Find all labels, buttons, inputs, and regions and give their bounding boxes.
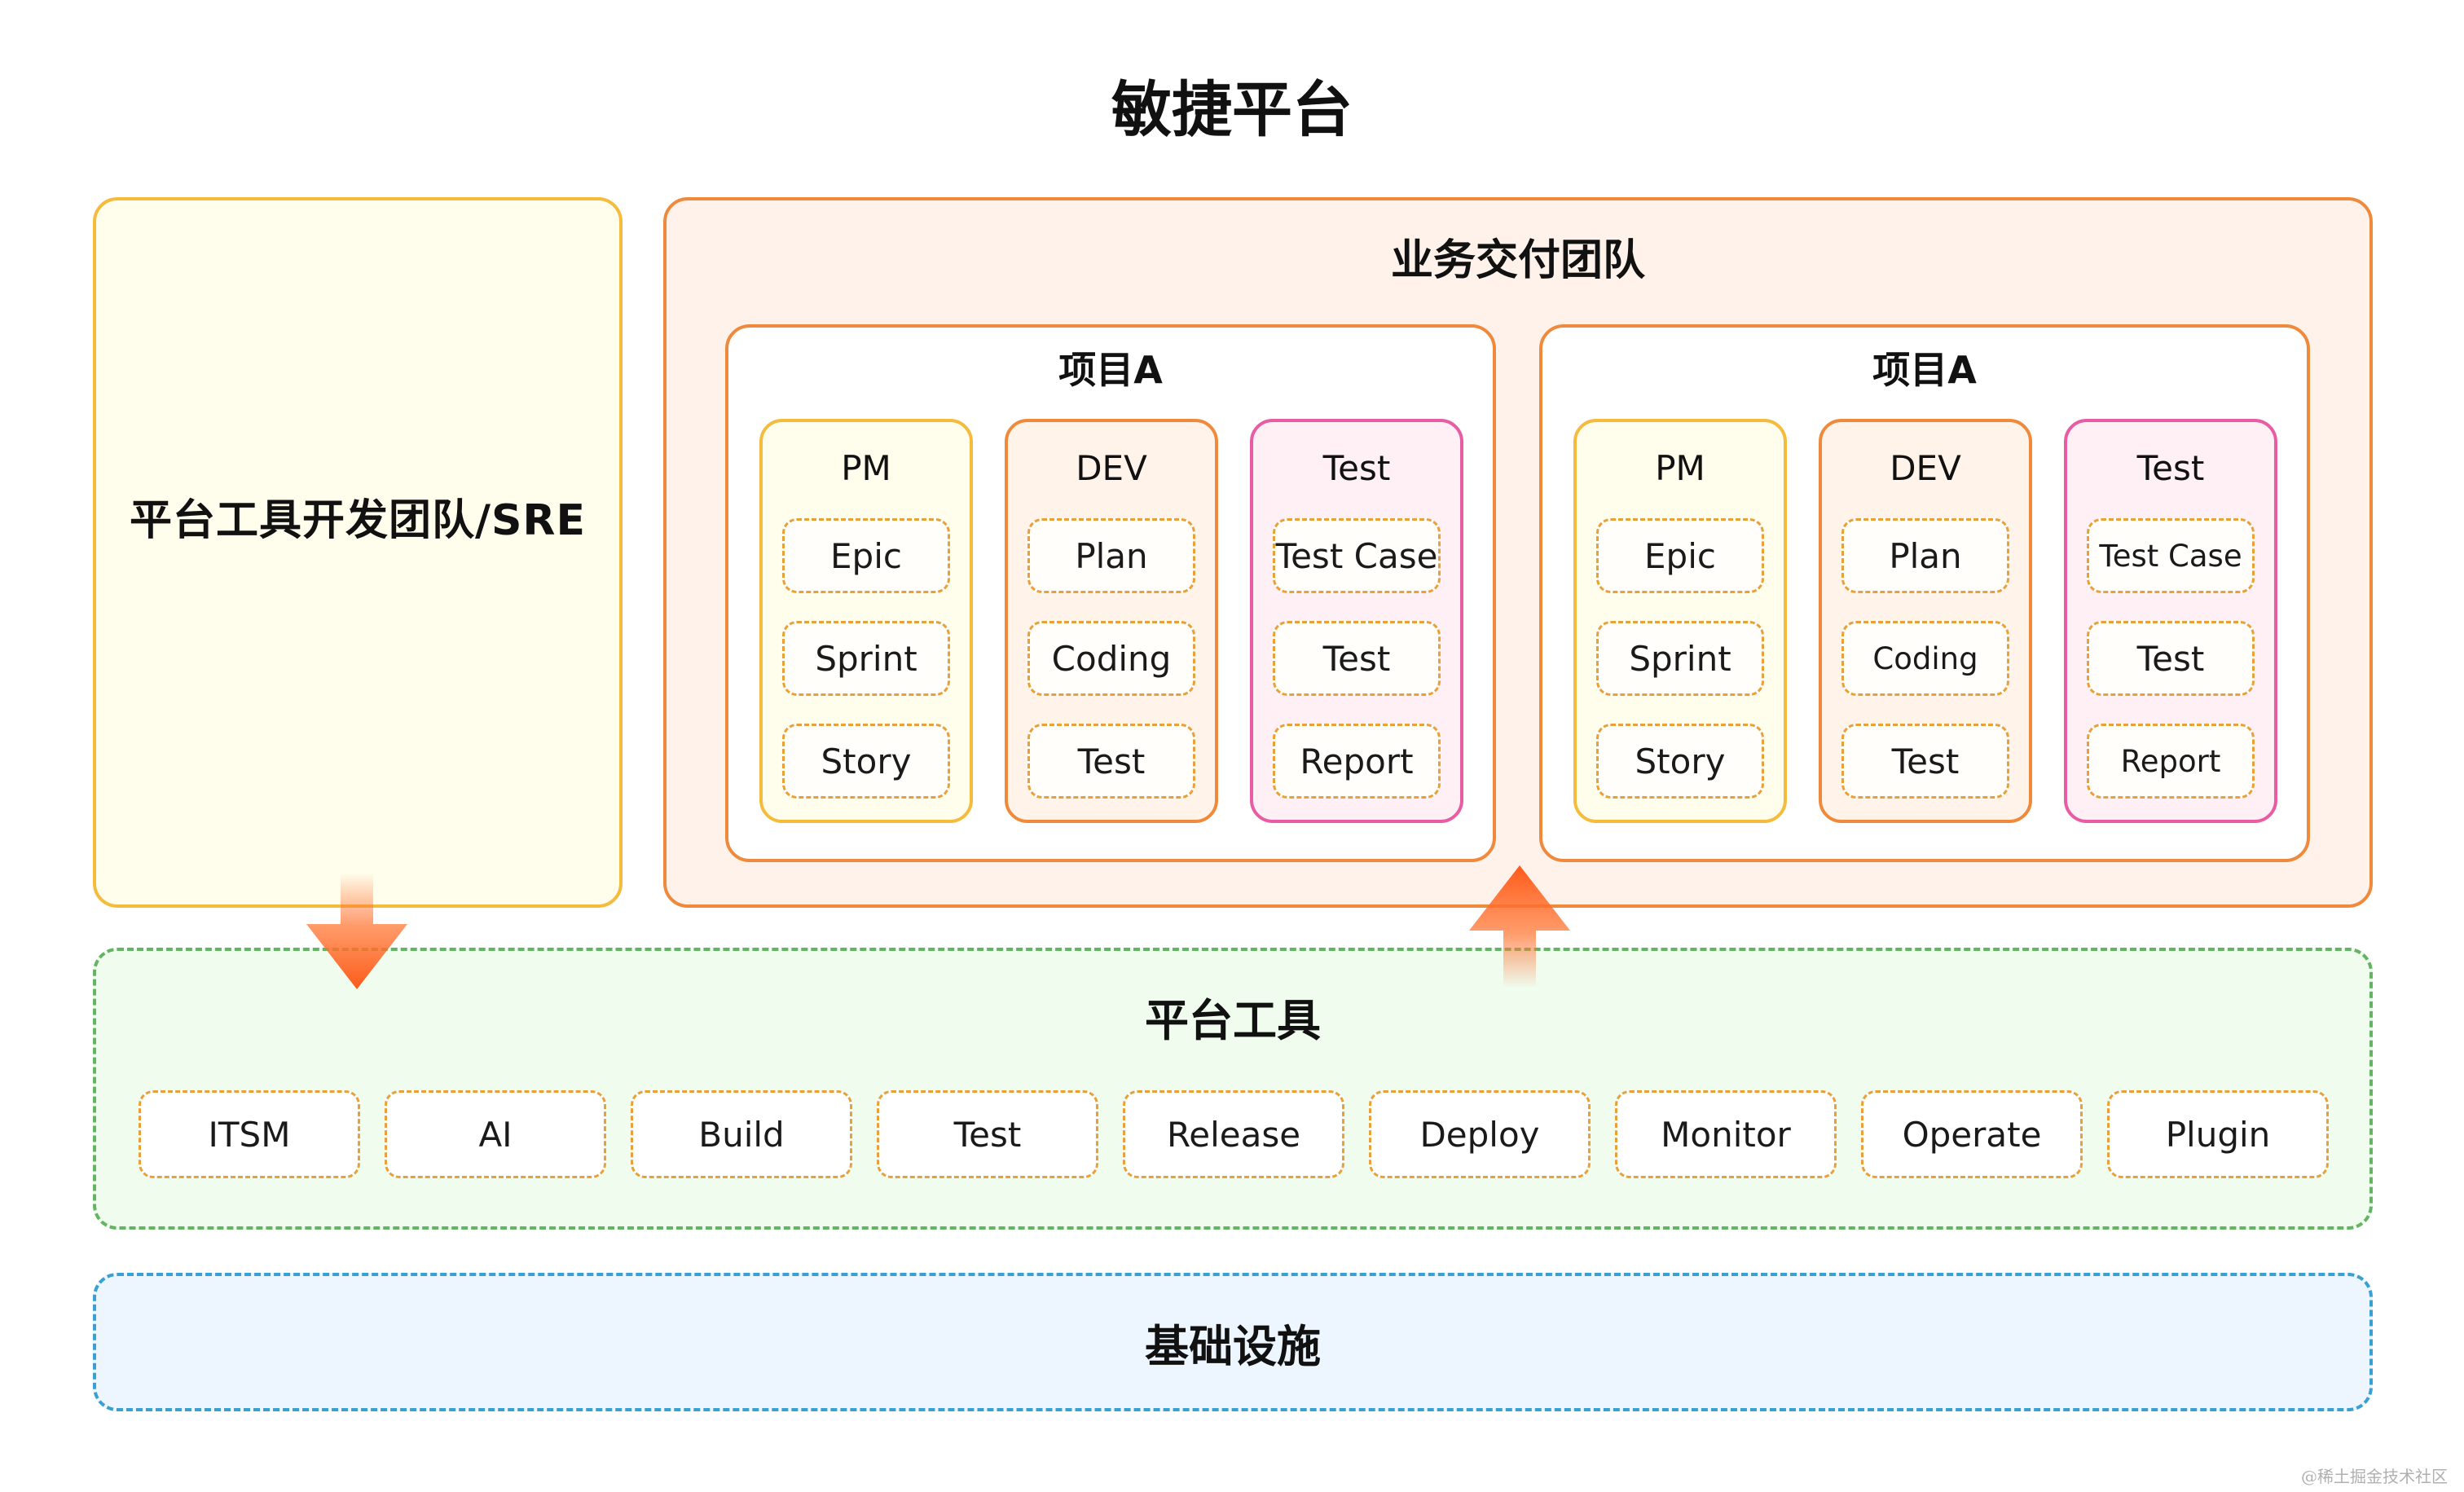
pm-column-title: PM [1655,448,1705,488]
test-column-title: Test [2136,448,2205,488]
tool-itsm: ITSM [139,1090,360,1178]
arrow-down-icon [306,874,407,989]
epic-chip: Epic [782,518,950,593]
sre-team-box: 平台工具开发团队/SRE [93,197,623,908]
report-chip: Report [1273,724,1441,799]
tool-plugin: Plugin [2107,1090,2329,1178]
watermark: @稀土掘金技术社区 [2301,1467,2448,1486]
coding-chip: Coding [1841,621,2009,696]
dev-test-chip: Test [1027,724,1195,799]
project-title: 项目A [1872,348,1977,392]
coding-chip: Coding [1027,621,1195,696]
dev-column-title: DEV [1076,448,1147,488]
test-column-title: Test [1322,448,1391,488]
tool-operate: Operate [1861,1090,2083,1178]
plan-chip: Plan [1841,518,2009,593]
tool-deploy: Deploy [1369,1090,1591,1178]
plan-chip: Plan [1027,518,1195,593]
epic-chip: Epic [1596,518,1764,593]
delivery-team-title: 业务交付团队 [1390,236,1645,285]
platform-tools-box [93,948,2373,1230]
tool-ai: AI [385,1090,606,1178]
sprint-chip: Sprint [782,621,950,696]
tool-release: Release [1123,1090,1344,1178]
tool-monitor: Monitor [1615,1090,1837,1178]
story-chip: Story [782,724,950,799]
sre-team-label: 平台工具开发团队/SRE [129,495,586,545]
dev-test-chip: Test [1841,724,2009,799]
test-chip: Test [2087,621,2255,696]
diagram-title: 敏捷平台 [1111,75,1353,145]
test-case-chip: Test Case [1273,518,1441,593]
tool-test: Test [877,1090,1098,1178]
platform-tools-title: 平台工具 [1145,995,1321,1046]
test-chip: Test [1273,621,1441,696]
infrastructure-box: 基础设施 [93,1273,2373,1411]
report-chip: Report [2087,724,2255,799]
pm-column-title: PM [841,448,891,488]
test-case-chip: Test Case [2087,518,2255,593]
dev-column-title: DEV [1890,448,1961,488]
sprint-chip: Sprint [1596,621,1764,696]
story-chip: Story [1596,724,1764,799]
arrow-up-icon [1469,865,1570,988]
project-title: 项目A [1058,348,1163,392]
tool-build: Build [631,1090,852,1178]
infrastructure-label: 基础设施 [1145,1320,1321,1372]
